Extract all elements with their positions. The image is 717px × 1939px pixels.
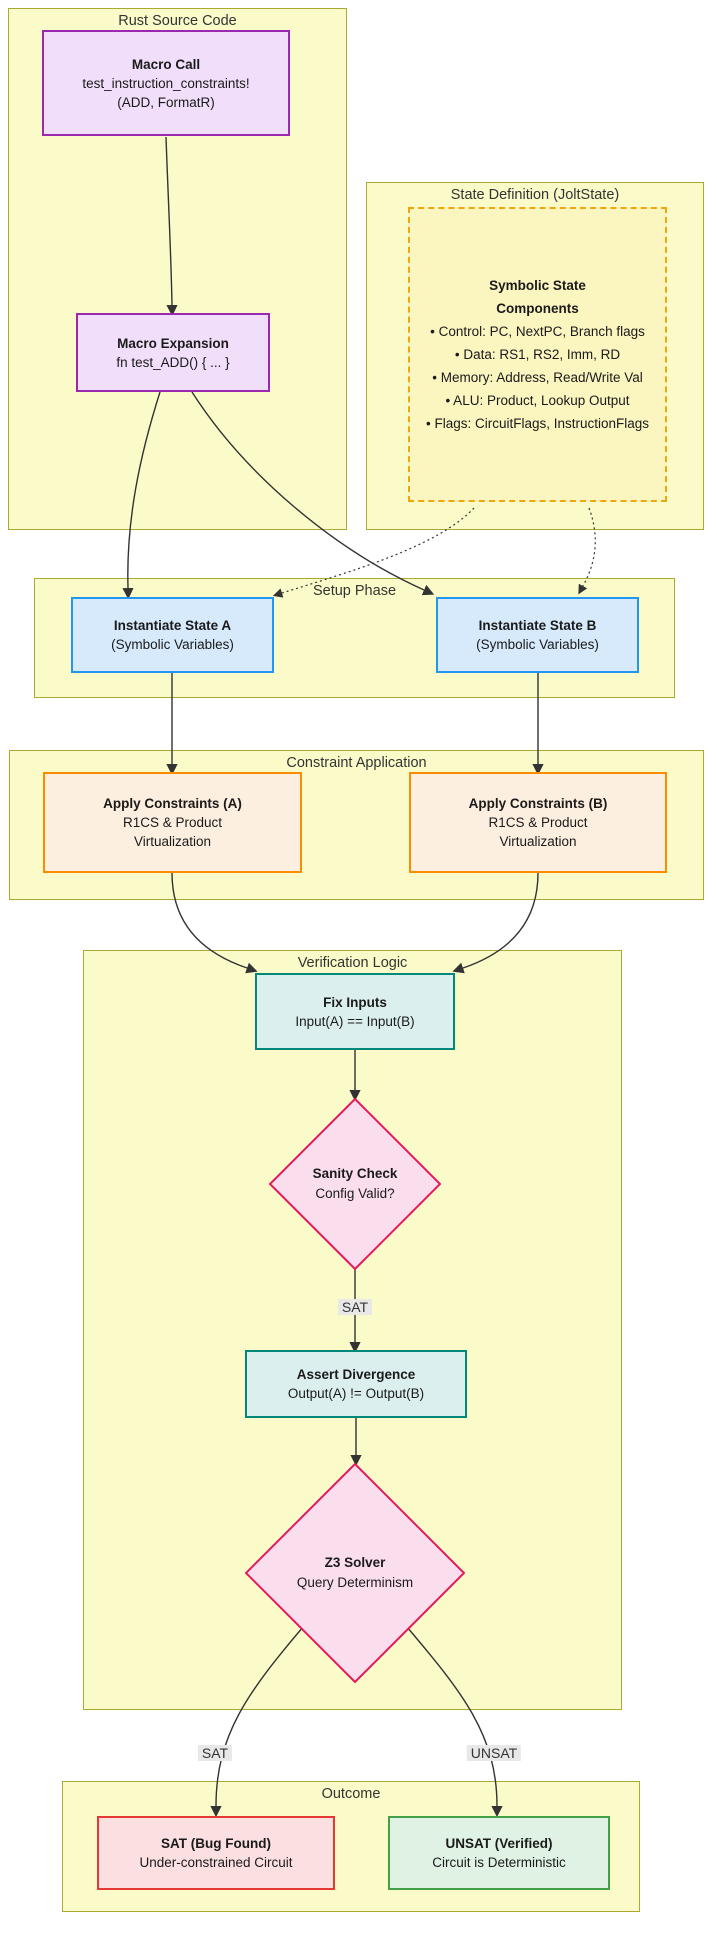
symbolic-state-bullet-alu: • ALU: Product, Lookup Output — [445, 393, 630, 408]
z3-solver-line1: Query Determinism — [296, 1575, 414, 1590]
symbolic-state-bullet-memory: • Memory: Address, Read/Write Val — [432, 370, 643, 385]
macro-expansion-line1: fn test_ADD() { ... } — [116, 354, 230, 370]
macro-call-line1: test_instruction_constraints! — [82, 75, 250, 91]
sat-outcome-line1: Under-constrained Circuit — [139, 1855, 293, 1870]
apply-constraints-a-line2: Virtualization — [133, 834, 212, 849]
edge-label-sat-z3-to-bug-found: SAT — [197, 1745, 233, 1761]
apply-constraints-b-title: Apply Constraints (B) — [468, 796, 608, 811]
edge-apply-b-to-fix-inputs — [452, 872, 539, 974]
apply-constraints-b-line2: Virtualization — [499, 834, 577, 849]
subgraph-title-setup-phase: Setup Phase — [312, 583, 397, 599]
edge-joltstate-to-state-b — [578, 507, 596, 595]
instantiate-state-b-title: Instantiate State B — [478, 618, 597, 633]
instantiate-state-a-title: Instantiate State A — [113, 618, 232, 633]
subgraph-title-outcome: Outcome — [321, 1786, 381, 1802]
unsat-outcome-title: UNSAT (Verified) — [445, 1836, 553, 1851]
edge-apply-a-to-fix-inputs — [171, 872, 258, 974]
symbolic-state-title1: Symbolic State — [489, 278, 586, 293]
fix-inputs-node: Fix Inputs Input(A) == Input(B) — [255, 973, 455, 1050]
apply-constraints-a-line1: R1CS & Product — [122, 815, 223, 830]
unsat-outcome-node: UNSAT (Verified) Circuit is Deterministi… — [388, 1816, 610, 1890]
subgraph-title-rust-source-code: Rust Source Code — [118, 13, 237, 29]
edge-expansion-to-state-a — [122, 391, 161, 600]
fix-inputs-line1: Input(A) == Input(B) — [295, 1013, 415, 1029]
sat-outcome-node: SAT (Bug Found) Under-constrained Circui… — [97, 1816, 335, 1890]
assert-divergence-title: Assert Divergence — [296, 1367, 416, 1382]
apply-constraints-b-line1: R1CS & Product — [488, 815, 588, 830]
z3-solver-diamond-shape — [245, 1463, 465, 1683]
subgraph-title-constraint-application: Constraint Application — [286, 755, 427, 771]
macro-expansion-node: Macro Expansion fn test_ADD() { ... } — [76, 313, 270, 392]
edge-macrocall-to-expansion — [165, 136, 178, 317]
unsat-outcome-line1: Circuit is Deterministic — [432, 1855, 566, 1870]
sanity-check-node: Sanity Check Config Valid? — [269, 1098, 441, 1270]
sanity-check-line1: Config Valid? — [315, 1186, 395, 1201]
instantiate-state-a-line1: (Symbolic Variables) — [111, 637, 234, 652]
z3-solver-node: Z3 Solver Query Determinism — [245, 1463, 465, 1683]
instantiate-state-a-node: Instantiate State A (Symbolic Variables) — [71, 597, 274, 673]
macro-expansion-title: Macro Expansion — [117, 335, 229, 351]
edge-z3-to-sat — [210, 1626, 304, 1818]
z3-solver-title: Z3 Solver — [324, 1555, 386, 1570]
edge-expansion-to-state-b — [191, 391, 435, 596]
macro-call-line2: (ADD, FormatR) — [117, 94, 215, 110]
apply-constraints-b-node: Apply Constraints (B) R1CS & Product Vir… — [409, 772, 667, 873]
edge-z3-to-unsat — [406, 1626, 503, 1818]
fix-inputs-title: Fix Inputs — [323, 994, 387, 1010]
edge-label-unsat-z3-to-verified: UNSAT — [466, 1745, 522, 1761]
assert-divergence-line1: Output(A) != Output(B) — [287, 1386, 425, 1401]
sanity-check-diamond-shape — [269, 1098, 441, 1270]
subgraph-title-state-definition: State Definition (JoltState) — [450, 187, 620, 203]
symbolic-state-bullet-data: • Data: RS1, RS2, Imm, RD — [454, 347, 621, 362]
apply-constraints-a-node: Apply Constraints (A) R1CS & Product Vir… — [43, 772, 302, 873]
macro-call-title: Macro Call — [131, 56, 201, 72]
sanity-check-title: Sanity Check — [312, 1166, 398, 1181]
instantiate-state-b-node: Instantiate State B (Symbolic Variables) — [436, 597, 639, 673]
sat-outcome-title: SAT (Bug Found) — [161, 1836, 271, 1851]
symbolic-state-node: Symbolic State Components • Control: PC,… — [408, 207, 667, 502]
edge-joltstate-to-state-a — [272, 507, 475, 598]
symbolic-state-bullet-flags: • Flags: CircuitFlags, InstructionFlags — [425, 416, 650, 431]
assert-divergence-node: Assert Divergence Output(A) != Output(B) — [245, 1350, 467, 1418]
symbolic-state-title2: Components — [496, 301, 579, 316]
symbolic-state-bullet-control: • Control: PC, NextPC, Branch flags — [430, 324, 645, 339]
apply-constraints-a-title: Apply Constraints (A) — [103, 796, 242, 811]
instantiate-state-b-line1: (Symbolic Variables) — [476, 637, 599, 652]
macro-call-node: Macro Call test_instruction_constraints!… — [42, 30, 290, 136]
edge-label-sat-sanity-to-assert: SAT — [337, 1299, 373, 1315]
subgraph-title-verification-logic: Verification Logic — [297, 955, 408, 971]
